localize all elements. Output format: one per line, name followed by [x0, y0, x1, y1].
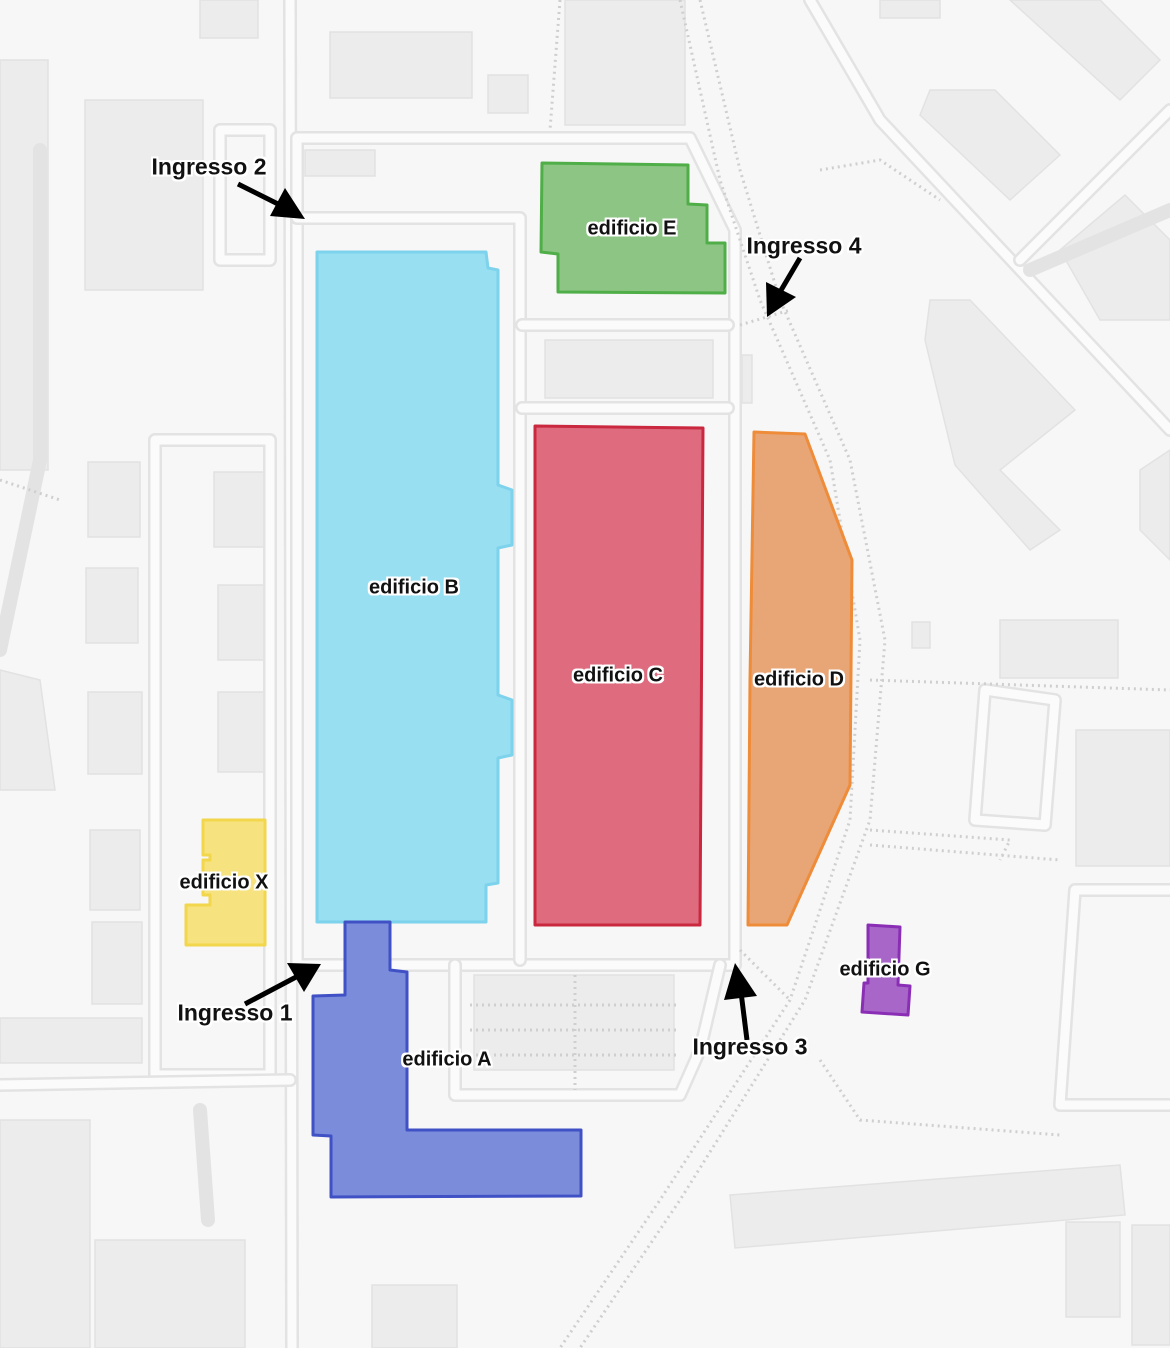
entrance-4-arrow	[766, 256, 803, 317]
building-x-label: edificio X	[179, 871, 269, 894]
buildings	[184, 161, 912, 1199]
building-d-shape[interactable]	[746, 430, 854, 927]
building-g-shape[interactable]	[860, 923, 912, 1017]
building-e-shape[interactable]	[539, 161, 727, 295]
building-b-label: edificio B	[368, 576, 460, 599]
entrance-1-label: Ingresso 1	[177, 999, 293, 1026]
building-a-shape[interactable]	[311, 920, 583, 1199]
building-c-label: edificio C	[572, 664, 664, 687]
building-b-shape[interactable]	[315, 250, 514, 924]
building-a-label: edificio A	[402, 1048, 492, 1071]
building-e-label: edificio E	[587, 217, 677, 240]
entrance-1-arrow	[243, 963, 321, 1007]
building-d-label: edificio D	[753, 668, 845, 691]
building-g-label: edificio G	[839, 958, 931, 981]
entrance-arrows	[236, 181, 803, 1041]
building-x-shape[interactable]	[184, 818, 267, 947]
building-c-shape[interactable]	[533, 424, 705, 927]
entrance-4-label: Ingresso 4	[746, 232, 862, 259]
entrance-2-arrow	[236, 181, 305, 219]
entrance-3-label: Ingresso 3	[692, 1033, 808, 1060]
entrance-3-arrow	[724, 963, 757, 1041]
entrance-2-label: Ingresso 2	[151, 153, 267, 180]
